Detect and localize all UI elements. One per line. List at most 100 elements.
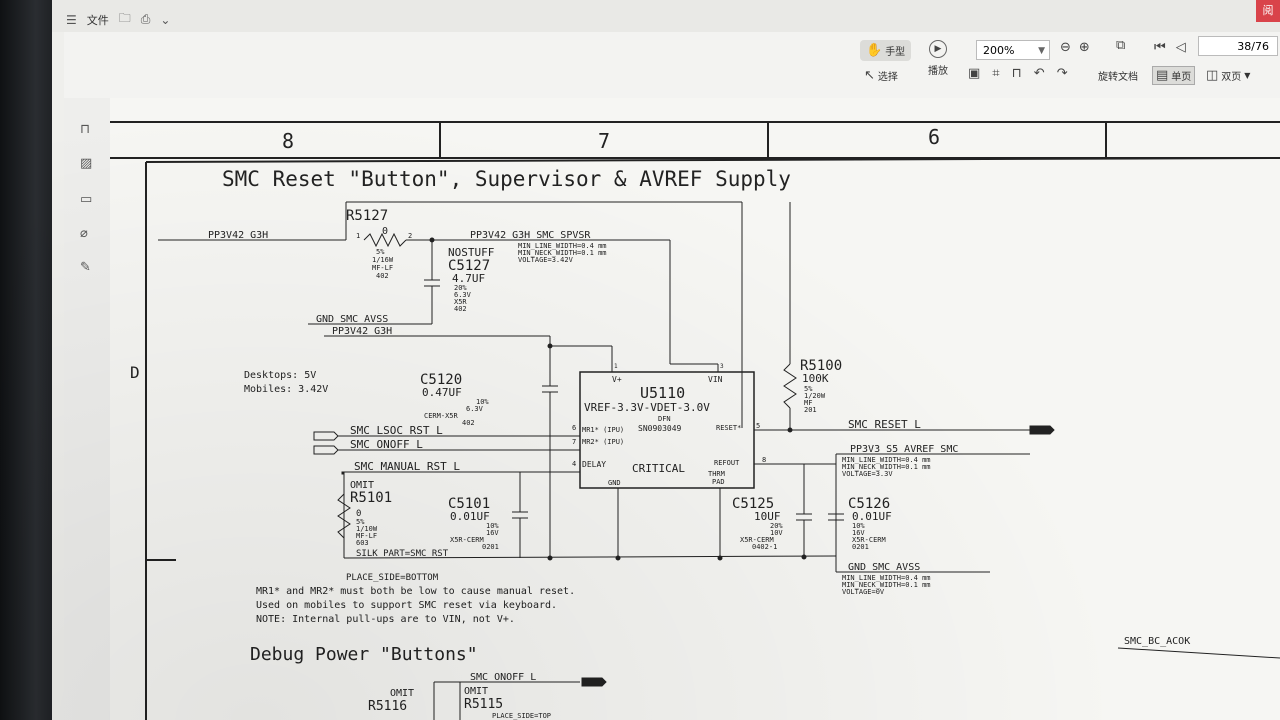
r5100-spec: 201 (804, 406, 817, 414)
comment-icon[interactable]: ▭ (80, 192, 93, 207)
play-label: 播放 (928, 66, 948, 77)
hand-tool-label: 手型 (885, 47, 906, 58)
pin-label: 4 (572, 460, 576, 468)
r5101-spec: 603 (356, 539, 369, 547)
u5110-vplus: V+ (612, 375, 622, 384)
hand-tool-button[interactable]: ✋ 手型 (860, 40, 912, 61)
u5110-mr1: MR1* (IPU) (582, 426, 624, 434)
file-menu[interactable]: 文件 (86, 13, 109, 27)
play-icon: ▶ (929, 40, 947, 58)
net-bc-acok: SMC_BC_ACOK (1124, 636, 1190, 647)
attachment-icon[interactable]: ⌀ (80, 226, 88, 241)
single-page-button[interactable]: ▤ 单页 (1152, 66, 1196, 85)
menu-icon[interactable]: ☰ (66, 12, 77, 27)
note-line: Used on mobiles to support SMC reset via… (256, 600, 557, 611)
crop-icon[interactable]: ⌗ (992, 66, 1000, 81)
chevron-down-icon: ▼ (1038, 46, 1045, 56)
c5101-spec: 16V (486, 529, 499, 537)
r5101-value: 0 (356, 509, 361, 519)
net-gnd-avss-bottom: GND_SMC_AVSS (848, 562, 920, 573)
chevron-down-icon: ▼ (1244, 71, 1251, 80)
net-pp3v42-g3h-top: PP3V42_G3H (208, 230, 268, 241)
debug-title: Debug Power "Buttons" (250, 644, 478, 665)
zoom-in-icon[interactable]: ⊕ (1078, 40, 1090, 55)
rotate-left-icon[interactable]: ↶ (1033, 66, 1045, 81)
hand-icon: ✋ (866, 43, 883, 58)
r5115-omit: OMIT (464, 686, 488, 697)
left-sidebar: ⊓ ▨ ▭ ⌀ ✎ (64, 98, 111, 720)
app-badge[interactable]: 阅 (1256, 0, 1280, 22)
bookmark-icon[interactable]: ⊓ (80, 122, 91, 137)
zoom-controls: ⊖ ⊕ (1060, 40, 1090, 55)
r5101-spec: 5% (356, 518, 365, 526)
c5125-value: 10UF (754, 510, 781, 523)
u5110-vin: VIN (708, 375, 723, 384)
page-nav: ⏮ ◁ (1154, 40, 1186, 55)
u5110-refout: REFOUT (714, 459, 740, 467)
first-page-icon[interactable]: ⏮ (1154, 40, 1166, 55)
gnd-spec: MIN_NECK_WIDTH=0.1 mm (842, 581, 931, 589)
pdf-reader-window: ☰ 文件 🗀 ⎙ ⌄ 阅 ✋ 手型 ↖ 选择 ▶ 播放 200% ▼ ⊖ ⊕ (52, 0, 1280, 720)
c5120-value: 0.47UF (422, 386, 462, 399)
net-spvsr: PP3V42_G3H_SMC_SPVSR (470, 230, 591, 241)
r5127-value: 0 (382, 226, 388, 237)
u5110-pkg: DFN (658, 415, 671, 423)
chevron-down-icon[interactable]: ⌄ (160, 12, 171, 27)
c5127-spec: X5R (454, 298, 467, 306)
r5100-spec: MF (804, 399, 812, 407)
open-folder-icon[interactable]: 🗀 (118, 11, 131, 25)
sign-icon[interactable]: ✎ (80, 260, 91, 275)
zone-6: 6 (928, 125, 940, 149)
zoom-out-icon[interactable]: ⊖ (1060, 40, 1071, 55)
double-page-button[interactable]: ◫ 双页 ▼ (1206, 68, 1250, 83)
print-icon[interactable]: ⎙ (140, 12, 151, 26)
thumbnail-icon[interactable]: ▨ (80, 156, 93, 171)
r5127-ref: R5127 (346, 208, 388, 224)
page-indicator[interactable]: 38/76 (1198, 36, 1278, 56)
document-viewport[interactable]: 8 7 6 D SMC Reset "Button", Supervisor &… (110, 98, 1280, 720)
gnd-spec: VOLTAGE=0V (842, 588, 885, 596)
u5110-delay: DELAY (582, 460, 606, 469)
c5127-nostuff: NOSTUFF (448, 246, 494, 259)
c5125-spec: 20% (770, 522, 783, 530)
pin-label: 7 (572, 438, 576, 446)
r5115-ref: R5115 (464, 697, 503, 712)
r5100-value: 100K (802, 372, 829, 385)
c5126-spec: 10% (852, 522, 865, 530)
zoom-select[interactable]: 200% ▼ (976, 40, 1050, 60)
pin-label: 6 (572, 424, 576, 432)
r5127-spec: 402 (376, 272, 389, 280)
c5125-spec: 0402-1 (752, 543, 777, 551)
desktops-note: Desktops: 5V (244, 370, 316, 381)
c5120-spec: 10% (476, 398, 489, 406)
bookmark-tool-icon[interactable]: ⊓ (1011, 66, 1022, 81)
c5101-value: 0.01UF (450, 510, 490, 523)
monitor-bezel (0, 0, 60, 720)
page-view-icon[interactable]: ▣ (968, 66, 981, 81)
u5110-pad: PAD (712, 478, 725, 486)
rotate-document-button[interactable]: 旋转文档 (1098, 68, 1138, 83)
u5110-reset: RESET* (716, 424, 741, 432)
r5116-ref: R5116 (368, 699, 407, 714)
section-title: SMC Reset "Button", Supervisor & AVREF S… (222, 167, 791, 191)
c5126-spec: 16V (852, 529, 865, 537)
avref-spec: MIN_NECK_WIDTH=0.1 mm (842, 463, 931, 471)
spvsr-spec: VOLTAGE=3.42V (518, 256, 574, 264)
pin-label: 8 (762, 456, 766, 464)
u5110-mr2: MR2* (IPU) (582, 438, 624, 446)
c5125-spec: X5R-CERM (740, 536, 774, 544)
net-avref: PP3V3_S5_AVREF_SMC (850, 444, 958, 455)
pin-label: 1 (614, 363, 618, 370)
fit-page-button[interactable]: ⧉ (1116, 38, 1125, 53)
c5127-spec: 402 (454, 305, 467, 313)
zoom-value: 200% (983, 44, 1015, 57)
net-onoff-debug: SMC_ONOFF_L (470, 672, 536, 683)
pin-label: 3 (720, 363, 724, 370)
net-onoff: SMC_ONOFF_L (350, 438, 423, 451)
select-tool-button[interactable]: ↖ 选择 (864, 68, 898, 83)
prev-page-icon[interactable]: ◁ (1175, 40, 1186, 55)
r5100-spec: 1/20W (804, 392, 826, 400)
rotate-right-icon[interactable]: ↷ (1056, 66, 1068, 81)
c5127-ref: C5127 (448, 258, 490, 274)
play-button[interactable]: ▶ 播放 (928, 40, 948, 77)
